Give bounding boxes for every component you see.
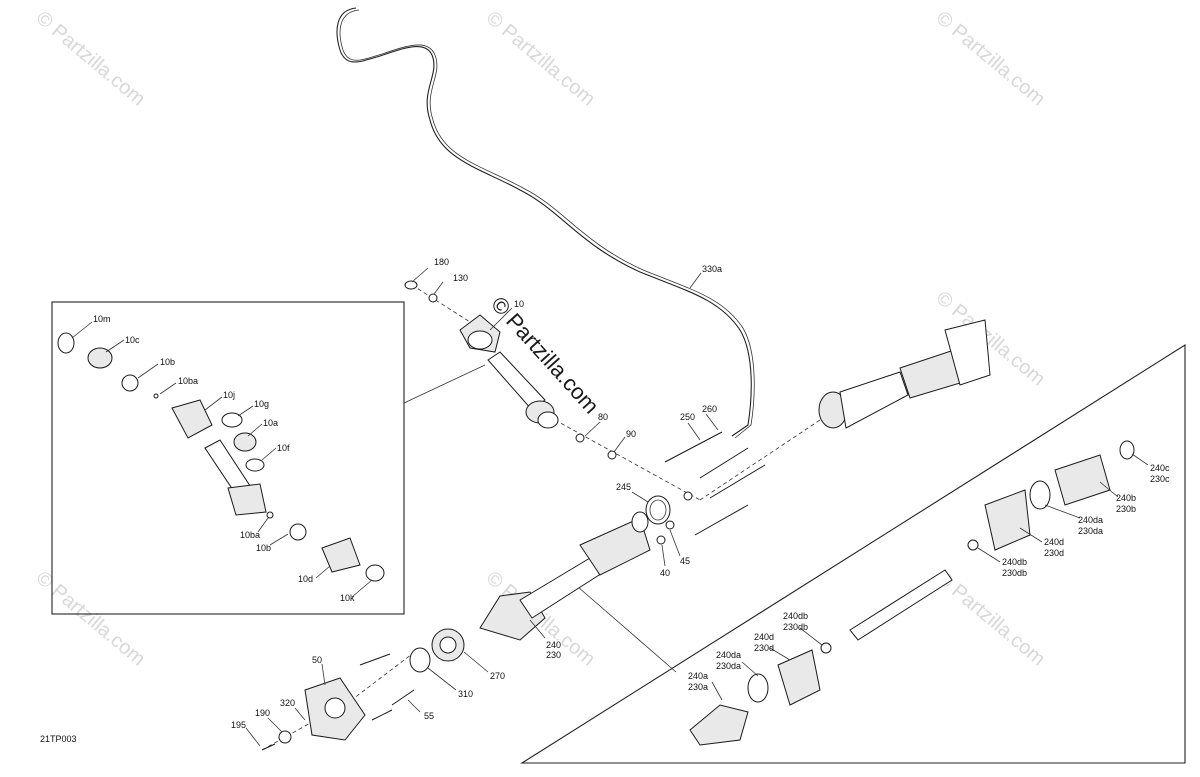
label-10c: 10c [125,335,140,345]
label-10ba: 10ba [178,376,198,386]
part-labels: 180 130 10 330a 250 260 80 90 245 40 45 … [40,257,1170,744]
ring-310 [409,647,431,673]
watermark: © Partzilla.com [932,567,1049,670]
assembly-axis [344,647,421,706]
label-40: 40 [660,568,670,578]
inset-callout-line [403,364,486,404]
diagram-code: 21TP003 [40,734,77,744]
label-245: 245 [616,482,631,492]
label-10a: 10a [263,418,278,428]
label-230db: 230db [1002,568,1027,578]
label-240d: 240d [1044,537,1064,547]
label-240a: 240a [688,671,708,681]
label-270: 270 [490,671,505,681]
label-80: 80 [598,412,608,422]
label-10f: 10f [277,443,290,453]
label-230d: 230d [1044,548,1064,558]
label-240: 240 [546,640,561,650]
assembly-axis [699,409,836,501]
front-differential-shaft [818,319,991,429]
label-190: 190 [255,708,270,718]
label-240da: 240da [1078,515,1103,525]
detail-inset-box [51,301,405,615]
label-240db: 240db [1002,557,1027,567]
watermark: © Partzilla.com [932,7,1049,110]
label-10b-lower: 10b [256,543,271,553]
washer-40 [656,535,666,545]
watermark: © Partzilla.com [482,7,599,110]
label-45: 45 [680,556,690,566]
label-10g: 10g [254,399,269,409]
label-50: 50 [312,655,322,665]
label-240b: 240b [1116,493,1136,503]
label-240db-lower: 240db [783,611,808,621]
axle-detail-inset-box [520,344,1186,764]
label-230b: 230b [1116,504,1136,514]
seal-ring-245-inner [649,499,667,521]
label-180: 180 [434,257,449,267]
hose-330a-outline [339,9,755,439]
label-230da: 230da [1078,526,1103,536]
label-10b: 10b [160,357,175,367]
label-230d-lower: 230d [754,643,774,653]
label-10ba-lower: 10ba [240,530,260,540]
label-330a: 330a [702,264,722,274]
label-250: 250 [680,412,695,422]
assembly-axis [411,284,471,323]
label-320: 320 [280,698,295,708]
label-240da-lower: 240da [716,650,741,660]
hose-330a [336,7,752,437]
axle-inset-callout-line [569,579,677,673]
label-130: 130 [453,273,468,283]
label-310: 310 [458,689,473,699]
leader-lines [71,267,1149,747]
prop-shaft-assembly [404,280,617,460]
label-10k: 10k [340,593,355,603]
label-10j: 10j [223,390,235,400]
inset-parts [57,332,385,582]
label-230db-lower: 230db [783,622,808,632]
label-230a: 230a [688,682,708,692]
watermark: © Partzilla.com [32,567,149,670]
bolt-set [664,431,766,536]
label-10m: 10m [93,314,111,324]
label-260: 260 [702,404,717,414]
label-230da-lower: 230da [716,661,741,671]
bearing-270 [431,628,465,662]
axle-detail-parts [689,440,1135,746]
label-240d-lower: 240d [754,632,774,642]
label-230: 230 [546,650,561,660]
label-55: 55 [424,711,434,721]
label-230c: 230c [1150,474,1170,484]
label-195: 195 [231,720,246,730]
watermarks: © Partzilla.com © Partzilla.com © Partzi… [32,7,1049,670]
label-240c: 240c [1150,463,1170,473]
label-10: 10 [514,299,524,309]
label-10d: 10d [298,574,313,584]
wheel-hub-50 [261,653,415,751]
label-90: 90 [626,429,636,439]
watermark: © Partzilla.com [32,7,149,110]
drive-shaft-240 [479,511,651,641]
